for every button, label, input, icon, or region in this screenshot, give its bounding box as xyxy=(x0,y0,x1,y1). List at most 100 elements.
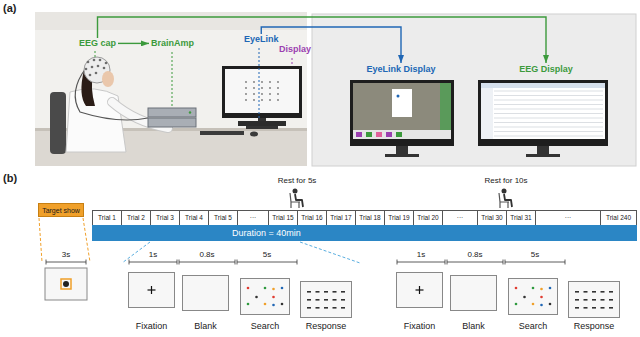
box-text: Trial 15 xyxy=(272,215,293,222)
eeg-toolbar xyxy=(481,83,605,88)
eeg-trace xyxy=(494,113,603,114)
eyelink-toolbar xyxy=(353,130,451,139)
response-mark xyxy=(316,307,320,309)
response-mark xyxy=(307,299,311,301)
trial-cell: Trial 17 xyxy=(326,210,356,226)
eyelink-stimulus xyxy=(392,89,412,117)
screen-ground xyxy=(240,278,290,315)
response-mark xyxy=(341,307,345,309)
screen-frame xyxy=(508,278,558,315)
electrode xyxy=(87,61,90,64)
trial-cell: Trial 20 xyxy=(413,210,443,226)
target-screen xyxy=(45,268,87,300)
response-mark xyxy=(584,307,588,309)
trial-cell: Trial 16 xyxy=(297,210,327,226)
box-text: Trial 18 xyxy=(359,215,380,222)
label-text: EEG cap xyxy=(79,38,116,49)
duration-label: 1s xyxy=(149,250,157,259)
search-item xyxy=(540,296,543,299)
search-item xyxy=(272,288,275,291)
electrode xyxy=(93,59,96,62)
response-mark xyxy=(592,291,596,293)
search-item xyxy=(255,296,258,299)
screen-frame xyxy=(240,278,290,315)
electrode xyxy=(99,59,102,62)
trial-cell: Trial 5 xyxy=(208,210,238,226)
search-item xyxy=(272,304,275,307)
timeline-tick xyxy=(179,260,180,265)
box-text: Target show xyxy=(42,207,80,214)
screen-label: Fixation xyxy=(396,321,443,332)
timeline-tick xyxy=(505,260,506,265)
monitor-label: EyeLink Display xyxy=(365,64,436,75)
response-mark xyxy=(609,291,613,293)
monitor-screen xyxy=(225,69,299,113)
response-mark xyxy=(592,307,596,309)
box-text: Duration = 40min xyxy=(232,229,301,238)
screen-label: Blank xyxy=(182,321,229,332)
trial-cell: Trial 19 xyxy=(384,210,414,226)
screen-label: Blank xyxy=(450,321,497,332)
target-frame xyxy=(61,279,71,289)
stimulus-screen: Search xyxy=(508,278,558,332)
trial-cell: Trial 240 xyxy=(600,210,637,226)
eeg-trace xyxy=(494,122,603,123)
timeline-tick xyxy=(397,260,398,265)
device-label: EEG cap xyxy=(78,38,117,49)
rest-icon xyxy=(290,189,303,209)
signal-arrow xyxy=(261,27,401,63)
trial-cell: ··· xyxy=(442,210,478,226)
box-text: Trial 20 xyxy=(417,215,438,222)
search-item xyxy=(540,304,543,307)
timeline xyxy=(179,262,235,263)
box-text: ··· xyxy=(457,215,464,222)
electrode xyxy=(103,67,106,70)
screen-dot xyxy=(277,87,279,89)
zoom-line xyxy=(122,242,150,263)
screen-dot xyxy=(245,81,247,83)
rest-chair xyxy=(290,193,300,208)
screen-dot xyxy=(253,87,255,89)
response-mark xyxy=(584,291,588,293)
search-item xyxy=(549,287,552,290)
screen-dot xyxy=(277,99,279,101)
eeg-trace xyxy=(494,118,603,119)
eeg-trace xyxy=(494,131,603,132)
search-item xyxy=(515,303,518,306)
screen-label: Response xyxy=(568,321,620,332)
response-mark xyxy=(601,307,605,309)
display-panel xyxy=(312,14,636,166)
eeg-screen xyxy=(481,83,605,139)
search-item xyxy=(540,288,543,291)
timeline-tick xyxy=(129,260,130,265)
screen-frame xyxy=(450,275,497,311)
screen-frame xyxy=(182,275,229,311)
search-item xyxy=(532,303,535,306)
screen-frame xyxy=(396,272,443,308)
response-mark xyxy=(333,291,337,293)
screen-dot xyxy=(277,93,279,95)
toolbar-icon xyxy=(376,132,382,137)
monitor-label: EEG Display xyxy=(518,64,574,75)
screen-dot xyxy=(269,81,271,83)
duration-label: 5s xyxy=(531,250,539,259)
screen-dot xyxy=(261,81,263,83)
timeline-tick xyxy=(46,260,47,265)
toolbar-icon xyxy=(386,132,392,137)
zoom-line xyxy=(300,242,360,263)
eeg-channel-column xyxy=(481,88,493,139)
duration-label: 0.8s xyxy=(199,250,214,259)
fixation-cross xyxy=(151,286,152,294)
screen-dot xyxy=(253,99,255,101)
response-mark xyxy=(324,307,328,309)
response-mark xyxy=(333,299,337,301)
panel-letter: (b) xyxy=(3,172,17,185)
monitor-frame xyxy=(478,80,608,146)
response-mark xyxy=(324,299,328,301)
device-label: EyeLink xyxy=(243,34,280,45)
electrode xyxy=(105,62,108,65)
response-mark xyxy=(341,299,345,301)
screen-label: Response xyxy=(300,321,352,332)
